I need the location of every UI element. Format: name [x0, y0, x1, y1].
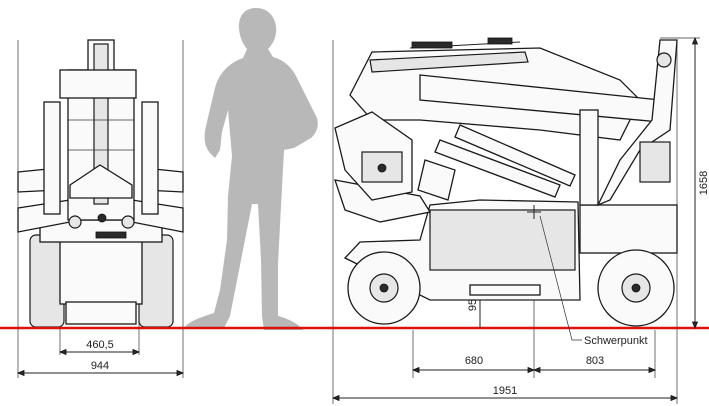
- dim-cog-height: 95: [467, 299, 479, 311]
- dim-cog-front: 680: [465, 355, 483, 367]
- dim-cog-rear: 803: [586, 355, 604, 367]
- dim-length: 1951: [493, 385, 517, 397]
- dim-front-width: 944: [91, 360, 109, 372]
- human-silhouette: [184, 8, 318, 330]
- label-center-of-gravity: Schwerpunkt: [584, 335, 648, 347]
- dim-height: 1658: [698, 171, 709, 195]
- side-view-machine: [332, 37, 700, 404]
- front-view-machine: [17, 39, 184, 378]
- dim-front-track: 460,5: [86, 339, 114, 351]
